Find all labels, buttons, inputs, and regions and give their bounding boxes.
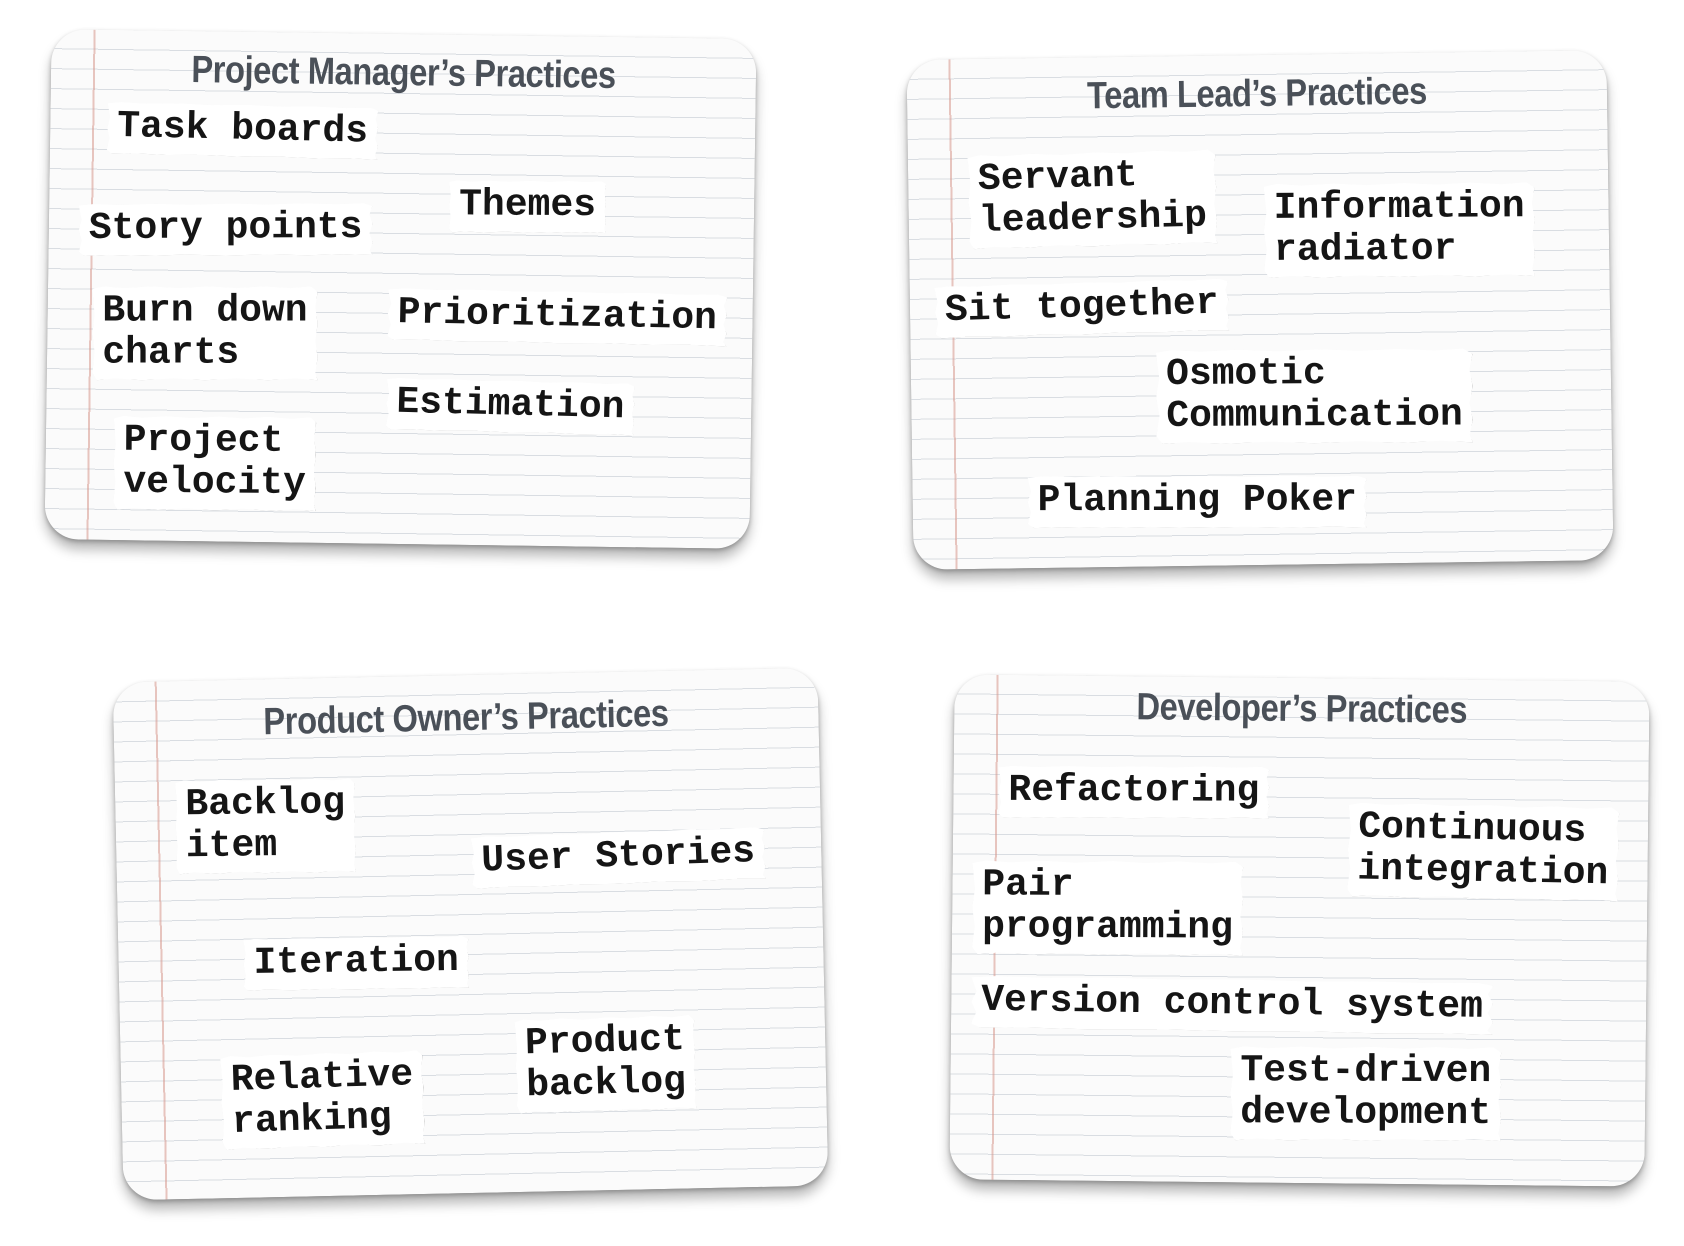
card-title: Product Owner’s Practices: [262, 692, 669, 744]
practice-note-pair-programming: Pair programming: [972, 860, 1243, 955]
practice-note-backlog-item: Backlog item: [175, 778, 356, 874]
card-title: Developer’s Practices: [1136, 686, 1468, 732]
practice-note-information-radiator: Information radiator: [1264, 182, 1535, 278]
practice-note-sit-together: Sit together: [934, 278, 1229, 338]
practice-note-user-stories: User Stories: [471, 827, 766, 889]
team-lead-card: Team Lead’s Practices Servant leadership…: [906, 50, 1614, 570]
practice-note-estimation: Estimation: [386, 378, 635, 436]
practice-note-osmotic-communication: Osmotic Communication: [1156, 348, 1473, 444]
practice-note-refactoring: Refactoring: [998, 766, 1269, 819]
card-title: Project Manager’s Practices: [191, 49, 616, 97]
product-owner-card: Product Owner’s Practices Backlog item U…: [112, 667, 829, 1201]
practice-note-test-driven-development: Test-driven development: [1230, 1046, 1501, 1141]
practice-note-product-backlog: Product backlog: [514, 1015, 696, 1114]
project-manager-card: Project Manager’s Practices Task boards …: [44, 29, 757, 549]
developer-card: Developer’s Practices Refactoring Contin…: [949, 674, 1650, 1187]
practice-note-prioritization: Prioritization: [387, 288, 727, 347]
card-title: Team Lead’s Practices: [1086, 70, 1428, 118]
practice-note-version-control-system: Version control system: [971, 976, 1493, 1035]
practice-note-continuous-integration: Continuous integration: [1347, 802, 1620, 901]
practice-note-project-velocity: Project velocity: [113, 416, 316, 511]
practice-note-servant-leadership: Servant leadership: [967, 149, 1217, 249]
practice-note-relative-ranking: Relative ranking: [220, 1050, 425, 1150]
practice-note-story-points: Story points: [79, 203, 373, 256]
practice-note-planning-poker: Planning Poker: [1028, 476, 1367, 529]
practice-note-iteration: Iteration: [243, 936, 469, 991]
practice-note-themes: Themes: [449, 180, 606, 233]
practice-note-task-boards: Task boards: [107, 102, 379, 160]
practice-note-burn-down-charts: Burn down charts: [92, 286, 317, 380]
